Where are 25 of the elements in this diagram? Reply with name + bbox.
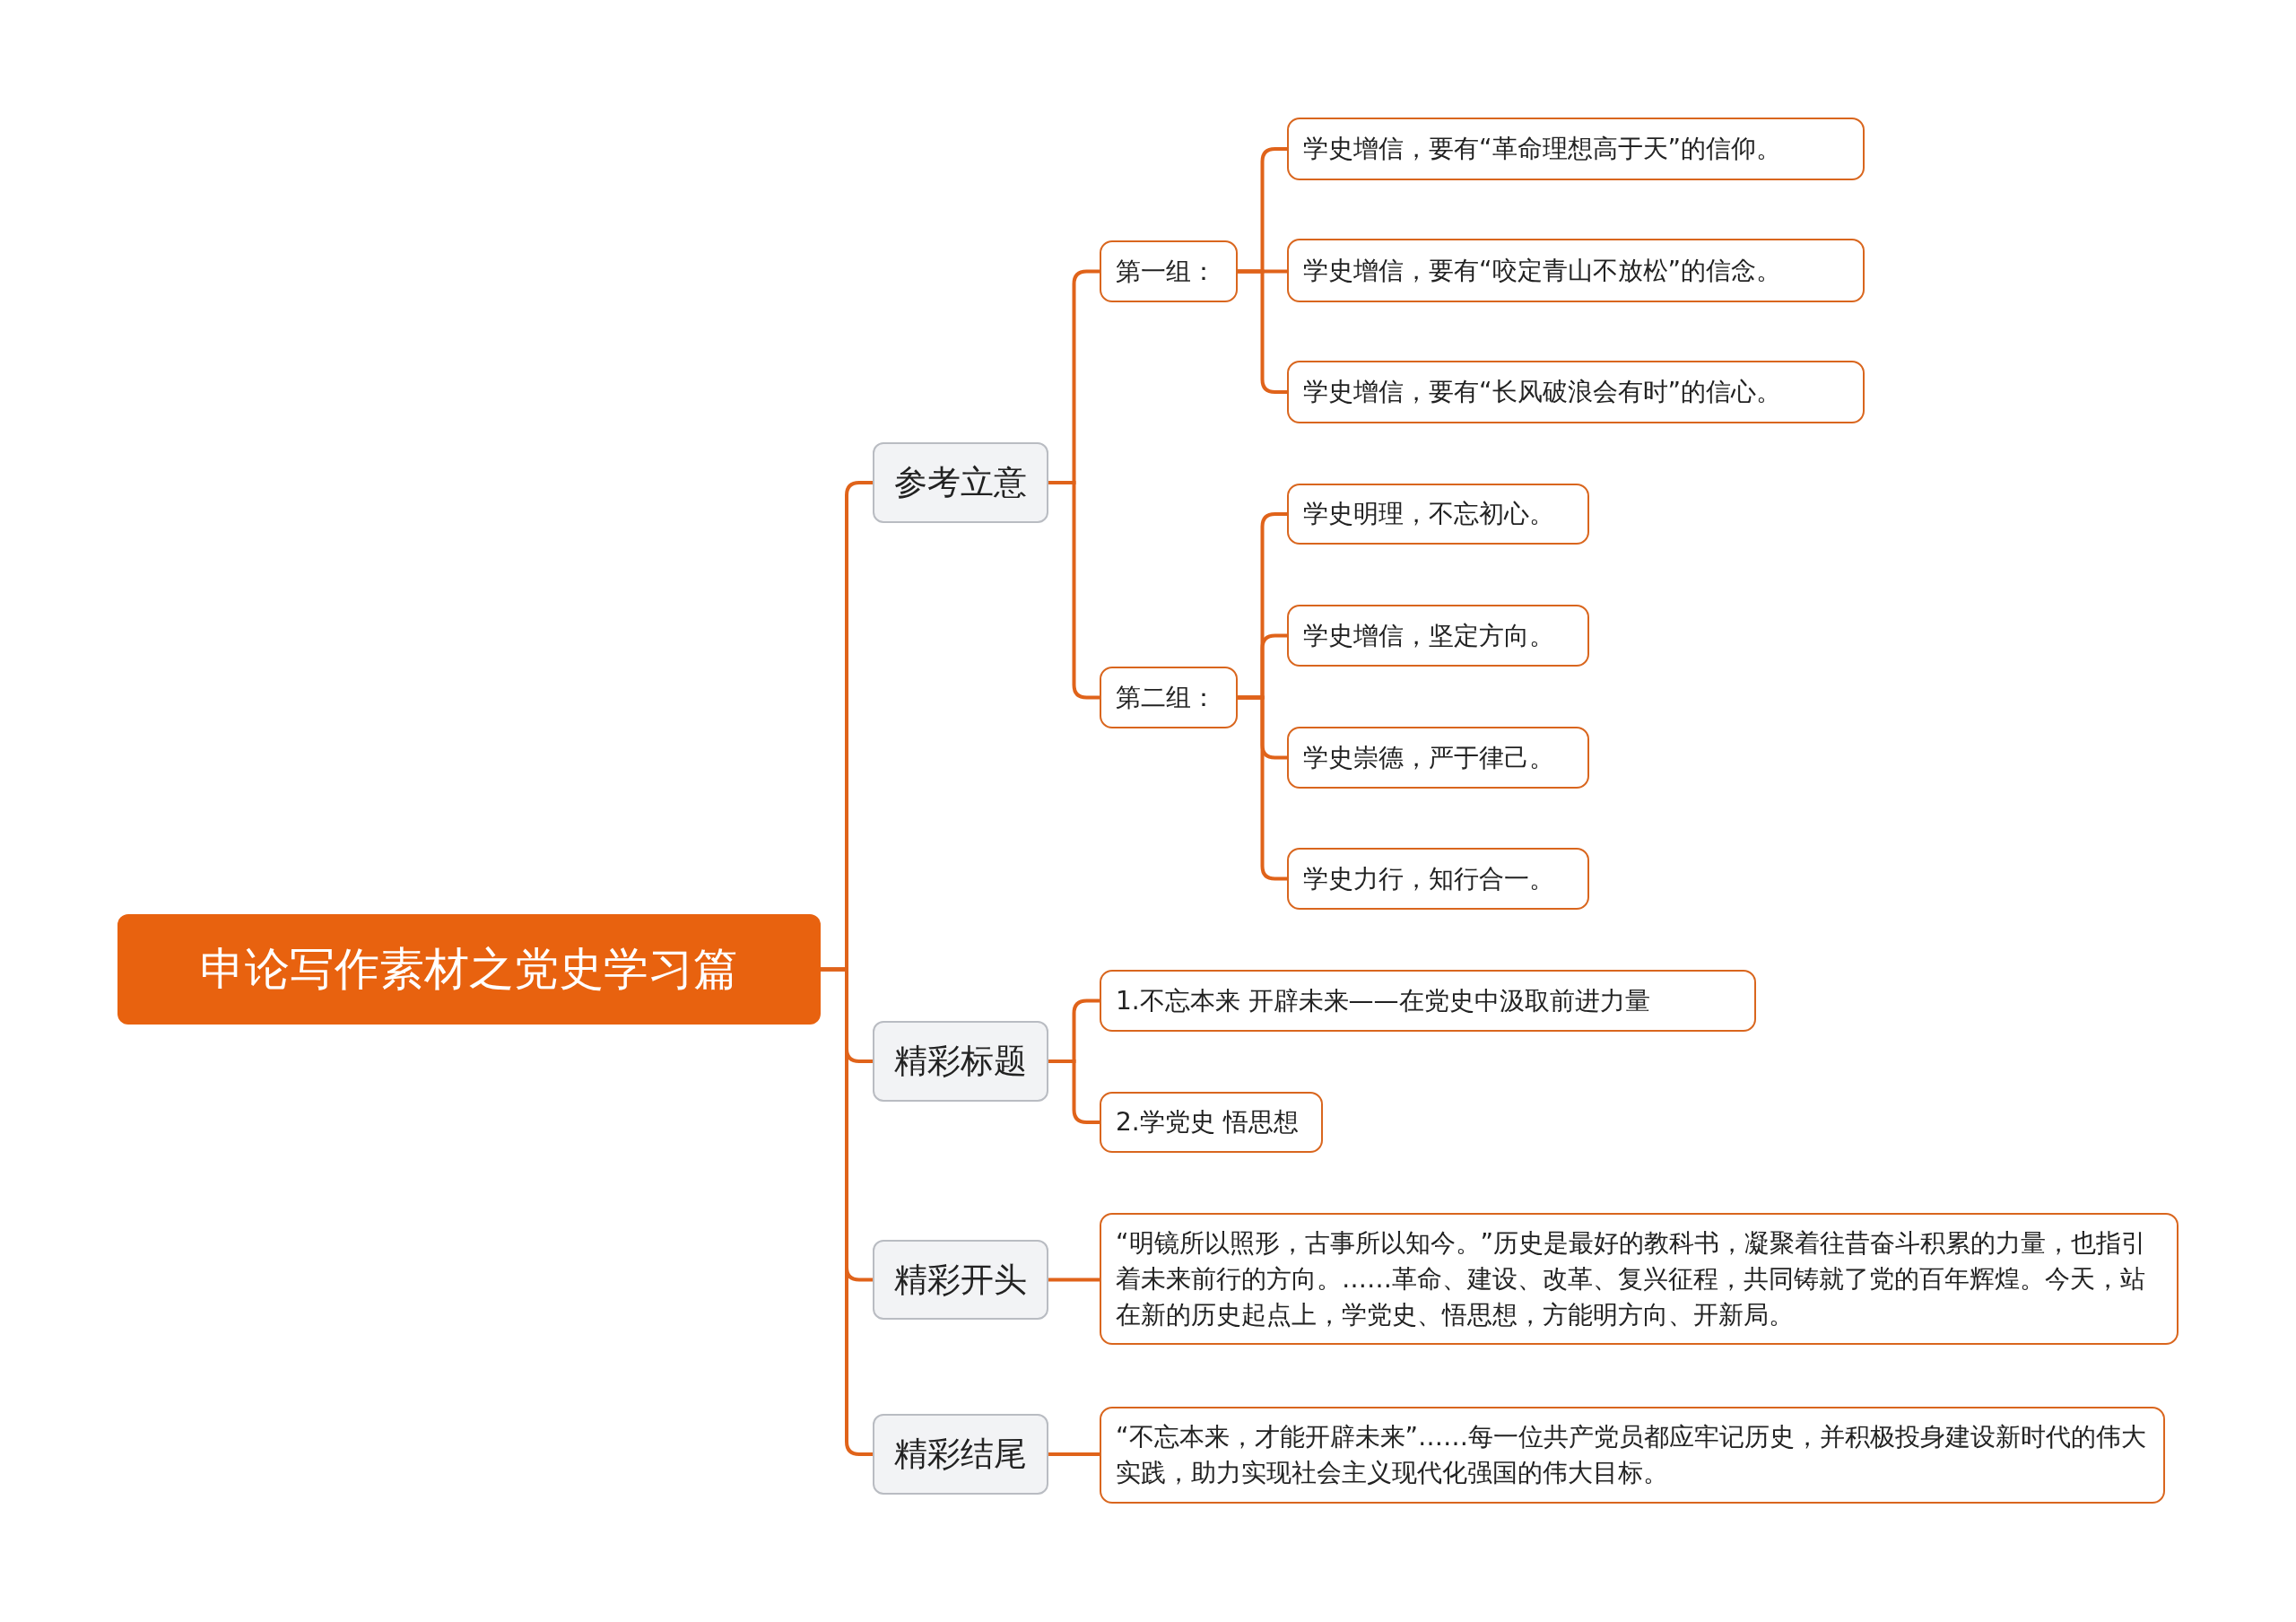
connector-line [821,967,873,1456]
subtopic-box: “不忘本来，才能开辟未来”……每一位共产党员都应牢记历史，并积极投身建设新时代的伟大实践，助力实现社会主义现代化强国的伟大目标。 [1100,1407,2165,1504]
subtopic-box: 2.学党史 悟思想 [1100,1092,1323,1153]
connector-line [1238,695,1287,881]
subtopic-box: “明镜所以照形，古事所以知今。”历史是最好的教科书，凝聚着往昔奋斗积累的力量，也指引着未来前行的方向。……革命、建设、改革、复兴征程，共同铸就了党的百年辉煌。今天，站在新的历史起点上，学党史、悟思想，方能明方向、开新局。 [1100,1213,2179,1345]
subtopic-box: 学史增信，要有“咬定青山不放松”的信念。 [1287,239,1865,302]
topic-box: 精彩标题 [873,1021,1048,1102]
connector-line [1048,1060,1100,1124]
subtopic-box: 第一组： [1100,240,1238,302]
central-topic-box: 申论写作素材之党史学习篇 [117,914,821,1025]
subtopic-box: 学史增信，要有“长风破浪会有时”的信心。 [1287,361,1865,423]
connector-line [1238,269,1287,394]
subtopic-box: 学史增信，坚定方向。 [1287,605,1589,667]
connector-line [1048,1278,1100,1282]
topic-box: 精彩开头 [873,1240,1048,1320]
subtopic-box: 1.不忘本来 开辟未来——在党史中汲取前进力量 [1100,970,1756,1032]
subtopic-box: 学史崇德，严于律己。 [1287,727,1589,789]
connector-line [1048,481,1100,700]
subtopic-box: 第二组： [1100,667,1238,728]
subtopic-box: 学史明理，不忘初心。 [1287,484,1589,545]
subtopic-box: 学史增信，要有“革命理想高于天”的信仰。 [1287,118,1865,180]
connector-line [1048,1452,1100,1456]
topic-box: 精彩结尾 [873,1414,1048,1495]
topic-box: 参考立意 [873,442,1048,523]
subtopic-box: 学史力行，知行合一。 [1287,848,1589,910]
